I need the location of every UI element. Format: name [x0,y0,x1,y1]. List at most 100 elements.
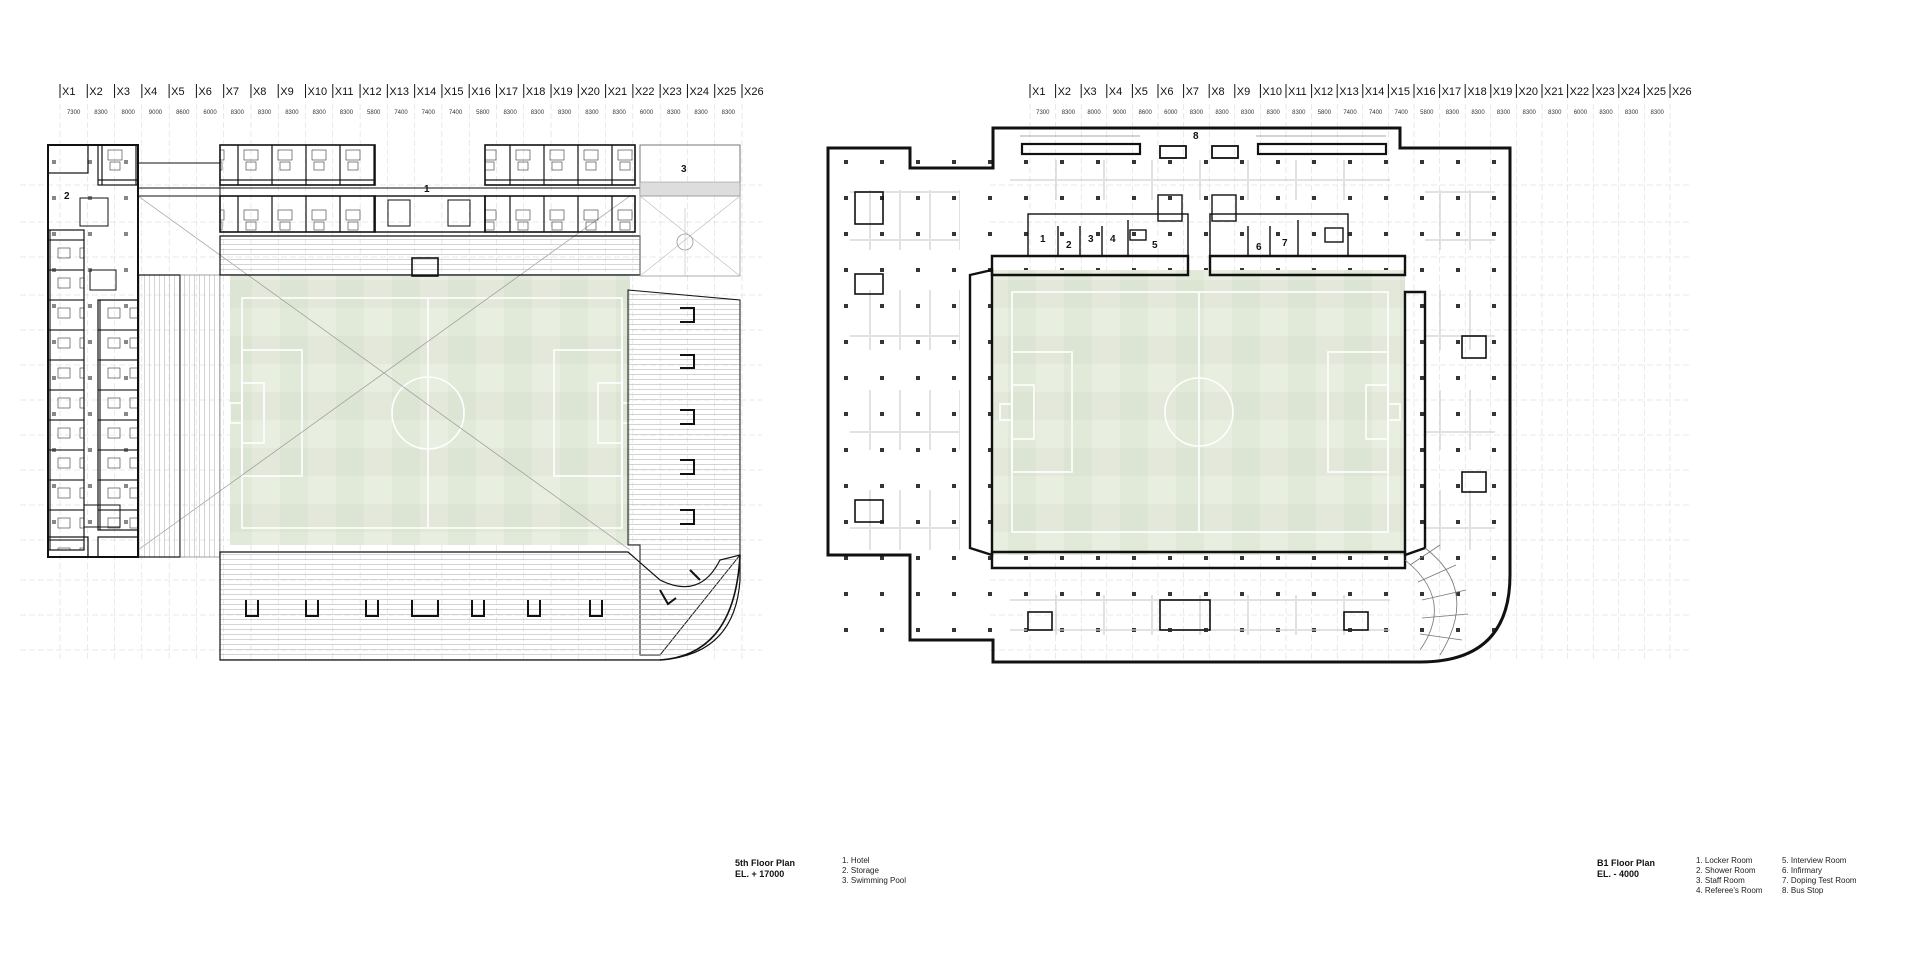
axis-label: X2 [1058,86,1071,98]
legend-b1-col2: 5. Interview Room 6. Infirmary 7. Doping… [1782,856,1857,896]
axis-label: X11 [1288,86,1307,98]
legend-item: 2. Storage [842,866,879,875]
service-rooms [1020,142,1388,257]
axis-label: X15 [1390,86,1410,98]
axis-label: X5 [171,86,184,98]
fifth-floor-plan: X17300X28300X38000X49000X58600X66000X783… [20,84,764,661]
axis-label: X2 [89,86,102,98]
axis-label: X1 [1032,86,1045,98]
axis-label: X13 [1339,86,1359,98]
axis-label: X18 [526,86,546,98]
dimension-label: 8300 [722,110,736,116]
room-number-locker: 1 [1040,234,1046,245]
dimension-label: 8600 [1139,110,1153,116]
plan-elevation-5th: EL. + 17000 [735,869,785,879]
axis-label: X7 [226,86,239,98]
axis-label: X23 [1595,86,1615,98]
dimension-label: 8300 [1215,110,1229,116]
dimension-label: 8300 [1523,110,1537,116]
dimension-label: 7400 [1395,110,1409,116]
room-number-storage: 2 [64,191,70,202]
axis-label: X20 [580,86,600,98]
dimension-label: 7400 [422,110,436,116]
dimension-label: 7400 [449,110,463,116]
dimension-label: 8300 [312,110,326,116]
axis-label: X5 [1134,86,1147,98]
legend-item: 8. Bus Stop [1782,886,1824,895]
axis-label: X22 [635,86,655,98]
plan-title-5th: 5th Floor Plan [735,858,796,868]
room-number-doping: 7 [1282,238,1288,249]
axis-label: X23 [662,86,682,98]
dimension-label: 7400 [1369,110,1383,116]
room-number-staff: 3 [1088,234,1094,245]
legend-5th: 1. Hotel 2. Storage 3. Swimming Pool [842,856,906,886]
legend-item: 6. Infirmary [1782,866,1823,875]
dimension-label: 5800 [367,110,381,116]
dimension-label: 8300 [1651,110,1665,116]
dimension-label: 8600 [176,110,190,116]
dimension-label: 6000 [1574,110,1588,116]
room-number-swimming-pool: 3 [681,164,687,175]
dimension-label: 9000 [149,110,163,116]
room-number-referee: 4 [1110,234,1116,245]
axis-label: X3 [1083,86,1096,98]
hotel-block-west [47,144,139,558]
pitch-left [137,195,635,551]
dimension-label: 6000 [1164,110,1178,116]
axis-label: X24 [1621,86,1641,98]
room-number-shower: 2 [1066,240,1072,251]
dimension-label: 8300 [231,110,245,116]
dimension-label: 7400 [394,110,408,116]
axis-label: X8 [1211,86,1224,98]
caption-5th: 5th Floor Plan EL. + 17000 [735,858,795,880]
legend-item: 1. Hotel [842,856,870,865]
dimension-label: 5800 [1420,110,1434,116]
legend-item: 2. Shower Room [1696,866,1756,875]
dimension-label: 7400 [1343,110,1357,116]
dimension-label: 8300 [1292,110,1306,116]
dimension-label: 8000 [122,110,136,116]
dimension-label: 8300 [1241,110,1255,116]
dimension-label: 8300 [1062,110,1076,116]
dimension-label: 8300 [503,110,517,116]
ramp [1404,544,1469,656]
dimension-label: 9000 [1113,110,1127,116]
axis-label: X14 [1365,86,1385,98]
axis-label: X11 [335,86,354,98]
dimension-label: 8300 [531,110,545,116]
dimension-label: 5800 [1318,110,1332,116]
axis-label: X15 [444,86,464,98]
axis-label: X6 [198,86,211,98]
axis-label: X24 [689,86,709,98]
axis-label: X9 [1237,86,1250,98]
dimension-label: 8300 [1446,110,1460,116]
pitch-right [968,254,1427,570]
b1-floor-plan: X17300X28300X38000X49000X58600X66000X783… [826,84,1692,664]
axis-label: X7 [1186,86,1199,98]
axis-label: X25 [717,86,737,98]
caption-b1: B1 Floor Plan EL. - 4000 [1597,858,1655,880]
axis-label: X13 [389,86,409,98]
room-number-hotel: 1 [424,184,430,195]
axis-label: X17 [1442,86,1462,98]
axis-label: X16 [471,86,491,98]
outer-wall [826,126,1512,664]
dimension-label: 8300 [613,110,627,116]
axis-label: X6 [1160,86,1173,98]
axis-label: X4 [1109,86,1122,98]
dimension-label: 8300 [340,110,354,116]
dimension-label: 6000 [203,110,217,116]
dimension-label: 8300 [694,110,708,116]
dimension-label: 7300 [67,110,81,116]
dimension-label: 8300 [258,110,272,116]
axis-label: X12 [362,86,382,98]
dimension-label: 8300 [1548,110,1562,116]
axis-label: X14 [417,86,437,98]
axis-label: X21 [1544,86,1564,98]
axis-label: X10 [1262,86,1282,98]
axis-label: X20 [1518,86,1538,98]
axis-label: X10 [308,86,328,98]
swimming-pool-area [639,144,741,277]
axis-label: X3 [117,86,130,98]
